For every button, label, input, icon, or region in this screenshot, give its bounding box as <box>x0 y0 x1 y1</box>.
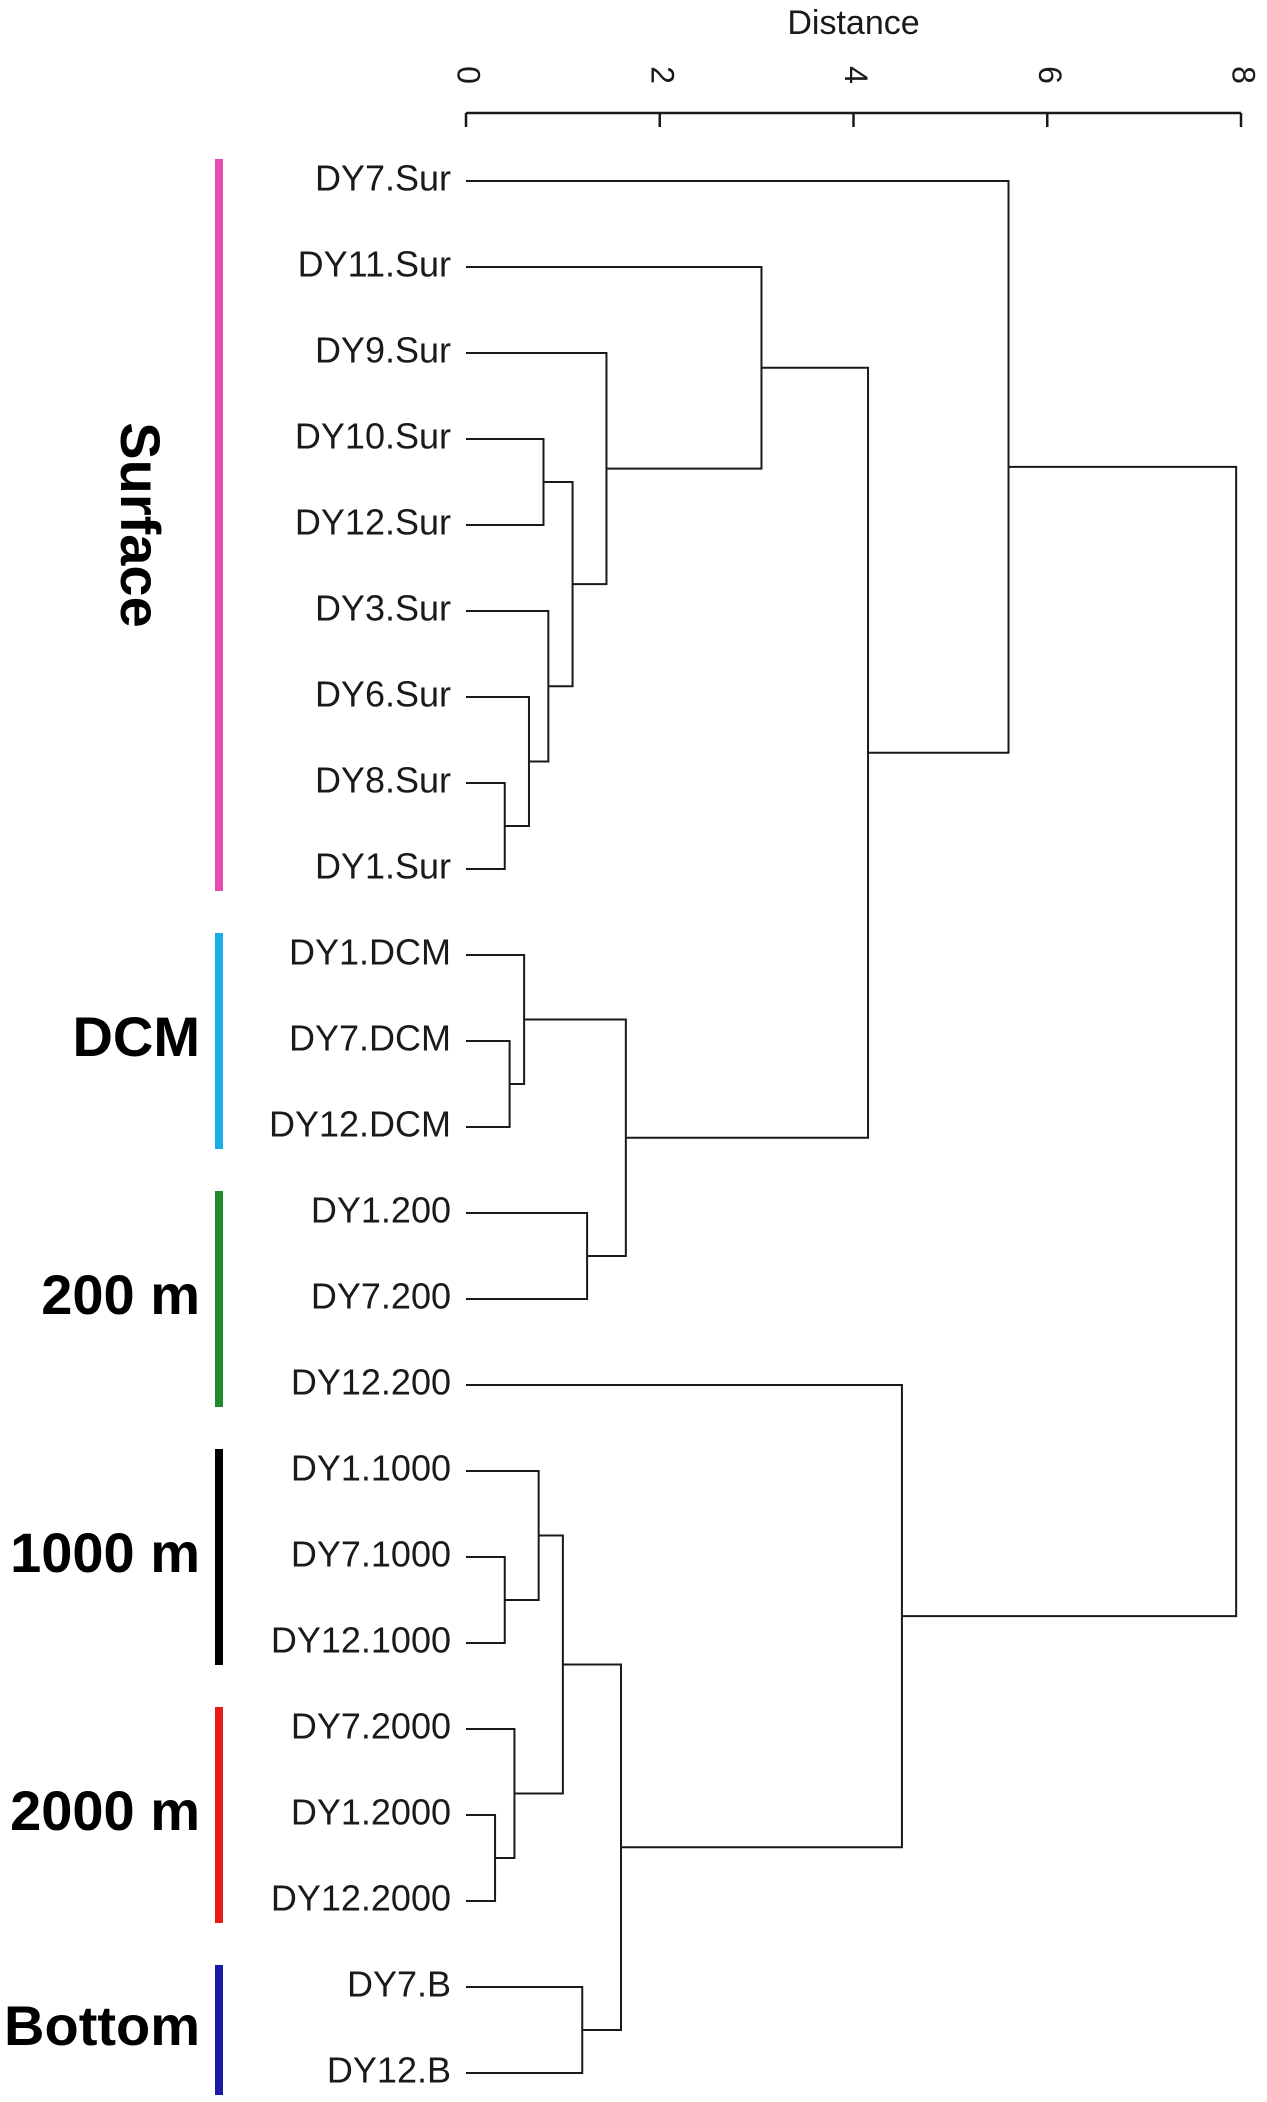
tick-label: 2 <box>644 66 680 84</box>
leaf-label: DY12.200 <box>291 1362 451 1403</box>
leaf-label: DY12.1000 <box>271 1620 451 1661</box>
leaf-label: DY7.200 <box>311 1276 451 1317</box>
tick-label: 6 <box>1032 66 1068 84</box>
merge-link <box>466 954 526 1085</box>
group-bar <box>215 1449 223 1665</box>
merge-link <box>466 1212 589 1300</box>
leaf-label: DY12.DCM <box>269 1104 451 1145</box>
leaf-label: DY9.Sur <box>315 330 451 371</box>
tick-label: 8 <box>1226 66 1262 84</box>
leaf-label: DY7.1000 <box>291 1534 451 1575</box>
leaf-label: DY7.2000 <box>291 1706 451 1747</box>
merge-link <box>466 438 545 526</box>
leaf-label: DY12.2000 <box>271 1878 451 1919</box>
merge-link <box>466 782 506 870</box>
leaf-label: DY6.Sur <box>315 674 451 715</box>
group-bar <box>215 1191 223 1407</box>
merge-link <box>625 366 870 1139</box>
merge-link <box>562 1663 622 2031</box>
leaf-label: DY7.Sur <box>315 158 451 199</box>
axis-title: Distance <box>787 4 919 42</box>
leaf-label: DY8.Sur <box>315 760 451 801</box>
group-label: 1000 m <box>10 1521 200 1584</box>
group-label: 200 m <box>41 1263 200 1326</box>
group-bar <box>215 1965 223 2095</box>
group-label: Bottom <box>4 1994 200 2057</box>
leaf-label: DY1.1000 <box>291 1448 451 1489</box>
merge-link <box>466 1556 506 1644</box>
cluster-tree <box>466 180 1238 2074</box>
group-label: DCM <box>72 1005 200 1068</box>
distance-axis: 0 2 4 6 8 Distance <box>451 4 1262 127</box>
merge-link <box>466 1384 903 1849</box>
merge-link <box>524 1018 627 1257</box>
merge-link <box>466 352 608 586</box>
merge-link <box>466 610 550 763</box>
leaf-label: DY3.Sur <box>315 588 451 629</box>
group-label: 2000 m <box>10 1779 200 1842</box>
tick-label: 4 <box>838 66 874 84</box>
merge-link <box>466 696 530 827</box>
group-label: Surface <box>109 422 172 627</box>
merge-link <box>466 1040 511 1128</box>
group-bar <box>215 159 223 891</box>
leaf-labels: DY7.SurDY11.SurDY9.SurDY10.SurDY12.SurDY… <box>269 158 451 2091</box>
merge-link <box>466 1814 497 1902</box>
merge-link <box>466 1470 540 1601</box>
leaf-label: DY10.Sur <box>295 416 451 457</box>
leaf-label: DY1.200 <box>311 1190 451 1231</box>
merge-link <box>466 1986 584 2074</box>
tick-label: 0 <box>451 66 487 84</box>
leaf-label: DY1.Sur <box>315 846 451 887</box>
leaf-label: DY11.Sur <box>298 244 451 285</box>
group-bar <box>215 933 223 1149</box>
leaf-label: DY7.B <box>347 1964 451 2005</box>
merge-link <box>466 1728 516 1859</box>
leaf-label: DY12.Sur <box>295 502 451 543</box>
leaf-label: DY1.2000 <box>291 1792 451 1833</box>
leaf-label: DY1.DCM <box>289 932 451 973</box>
leaf-label: DY12.B <box>327 2050 451 2091</box>
group-bar <box>215 1707 223 1923</box>
leaf-label: DY7.DCM <box>289 1018 451 1059</box>
merge-link <box>901 465 1238 1618</box>
